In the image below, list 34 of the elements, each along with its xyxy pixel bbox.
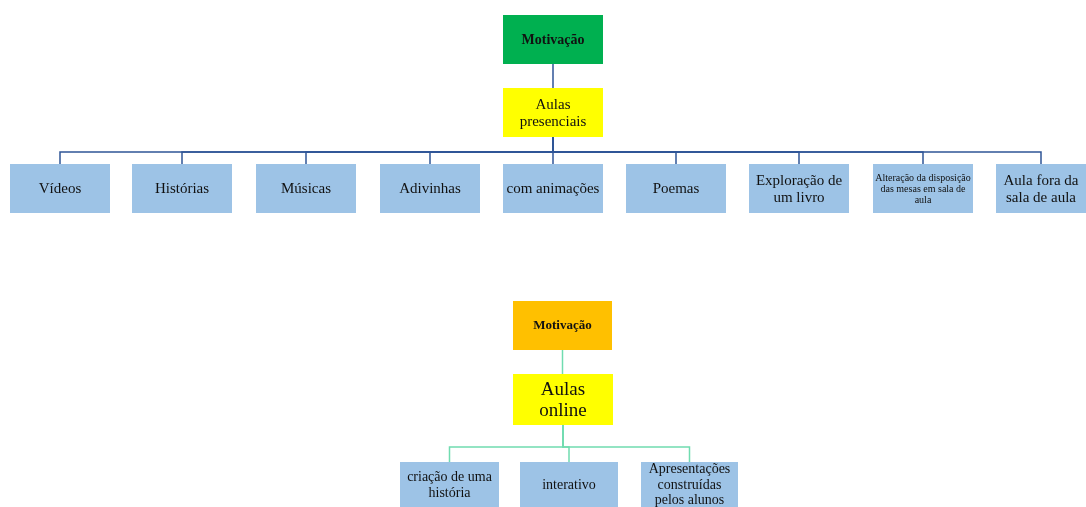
box-label: Músicas — [281, 180, 331, 197]
item-box — [749, 164, 849, 213]
item-box — [256, 164, 356, 213]
item-box — [400, 462, 499, 507]
box-label: Adivinhas — [399, 180, 461, 197]
box-label: interativo — [542, 476, 596, 493]
connector-line — [562, 424, 691, 463]
title-box — [503, 15, 603, 64]
connector-line — [552, 63, 554, 89]
item-box — [873, 164, 973, 213]
box-label: Vídeos — [38, 180, 82, 197]
category-box — [503, 88, 603, 137]
box-label: Motivação — [533, 318, 592, 333]
item-box — [520, 462, 618, 507]
box-label: Aula fora da sala de aula — [1002, 172, 1080, 205]
box-label: Histórias — [154, 180, 210, 197]
box-label: criação de uma história — [406, 469, 493, 500]
item-box — [503, 164, 603, 213]
box-label: Aulas online — [538, 378, 588, 421]
item-box — [132, 164, 232, 213]
box-label: Exploração de um livro — [754, 172, 844, 205]
item-box — [10, 164, 110, 213]
box-label: Motivação — [521, 31, 585, 48]
category-box — [513, 374, 613, 425]
connector-line — [561, 349, 564, 375]
box-label: Poemas — [652, 180, 700, 197]
item-box — [626, 164, 726, 213]
item-box — [380, 164, 480, 213]
box-label: Apresentações construídas pelos alunos — [647, 461, 732, 507]
box-label: com animações — [506, 180, 600, 197]
box-label: Aulas presenciais — [518, 96, 588, 129]
item-box — [996, 164, 1086, 213]
title-box — [513, 301, 612, 350]
box-label: Alteração da disposição das mesas em sala de aula — [875, 172, 971, 205]
